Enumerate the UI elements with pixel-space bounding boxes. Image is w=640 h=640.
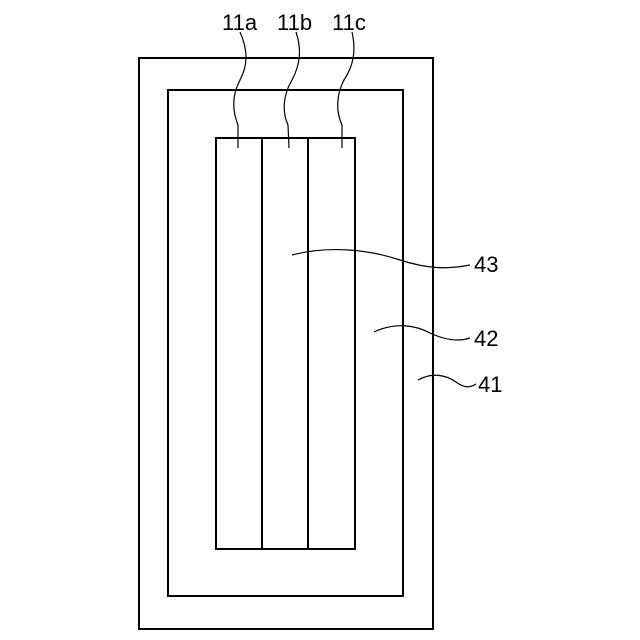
outer-frame bbox=[139, 58, 433, 629]
label-strip-b: 11b bbox=[277, 10, 312, 35]
label-strip-a: 11a bbox=[222, 10, 258, 35]
label-region-41: 41 bbox=[478, 372, 502, 397]
inner-strip-box bbox=[216, 138, 355, 549]
middle-frame bbox=[168, 90, 403, 596]
label-region-42: 42 bbox=[474, 326, 498, 351]
leader-region-41 bbox=[418, 375, 476, 387]
leader-region-42 bbox=[374, 326, 470, 340]
label-strip-c: 11c bbox=[332, 10, 366, 35]
label-region-43: 43 bbox=[474, 252, 498, 277]
leader-region-43 bbox=[292, 250, 470, 268]
